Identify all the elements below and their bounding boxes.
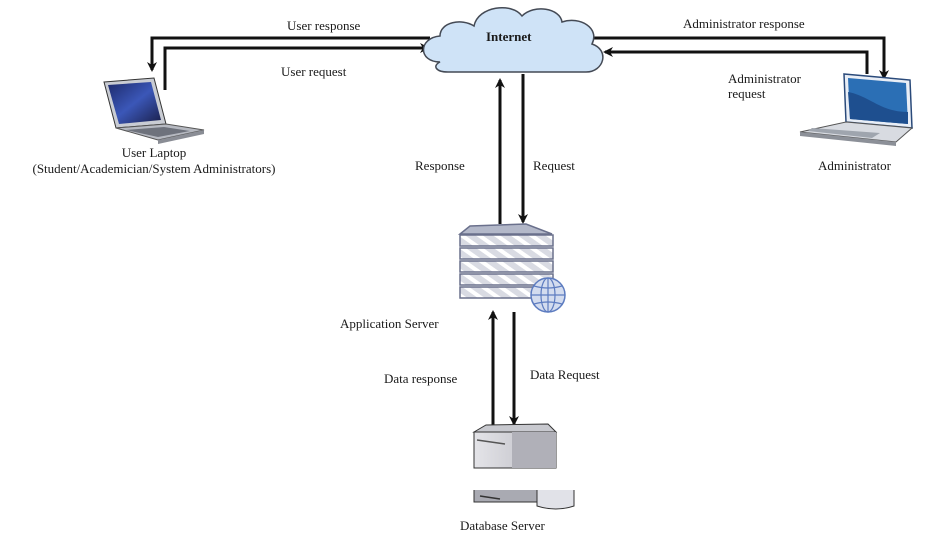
user-laptop-icon	[103, 77, 205, 144]
label-user-request: User request	[281, 64, 347, 79]
administrator-laptop-icon	[799, 73, 914, 146]
label-admin-request-line2: request	[728, 86, 766, 101]
globe-icon	[530, 277, 566, 313]
label-response: Response	[415, 158, 465, 173]
label-user-laptop-roles: (Student/Academician/System Administrato…	[32, 161, 276, 176]
label-internet: Internet	[486, 29, 532, 44]
edge-user-request	[163, 43, 430, 90]
edge-user-response	[147, 36, 430, 72]
label-administrator: Administrator	[818, 158, 891, 173]
edge-admin-request	[603, 47, 869, 74]
server-rack-globe-icon	[457, 223, 566, 313]
label-user-response: User response	[287, 18, 361, 33]
label-database-server: Database Server	[460, 518, 545, 533]
label-admin-response: Administrator response	[683, 16, 805, 31]
label-user-laptop: User Laptop	[121, 145, 187, 160]
cloud-icon	[422, 7, 604, 73]
label-request: Request	[533, 158, 575, 173]
label-data-request: Data Request	[530, 367, 600, 382]
label-data-response: Data response	[384, 371, 458, 386]
edge-admin-response	[590, 36, 889, 80]
database-server-icon	[472, 423, 575, 510]
label-admin-request-line1: Administrator	[728, 71, 801, 86]
label-application-server: Application Server	[340, 316, 439, 331]
